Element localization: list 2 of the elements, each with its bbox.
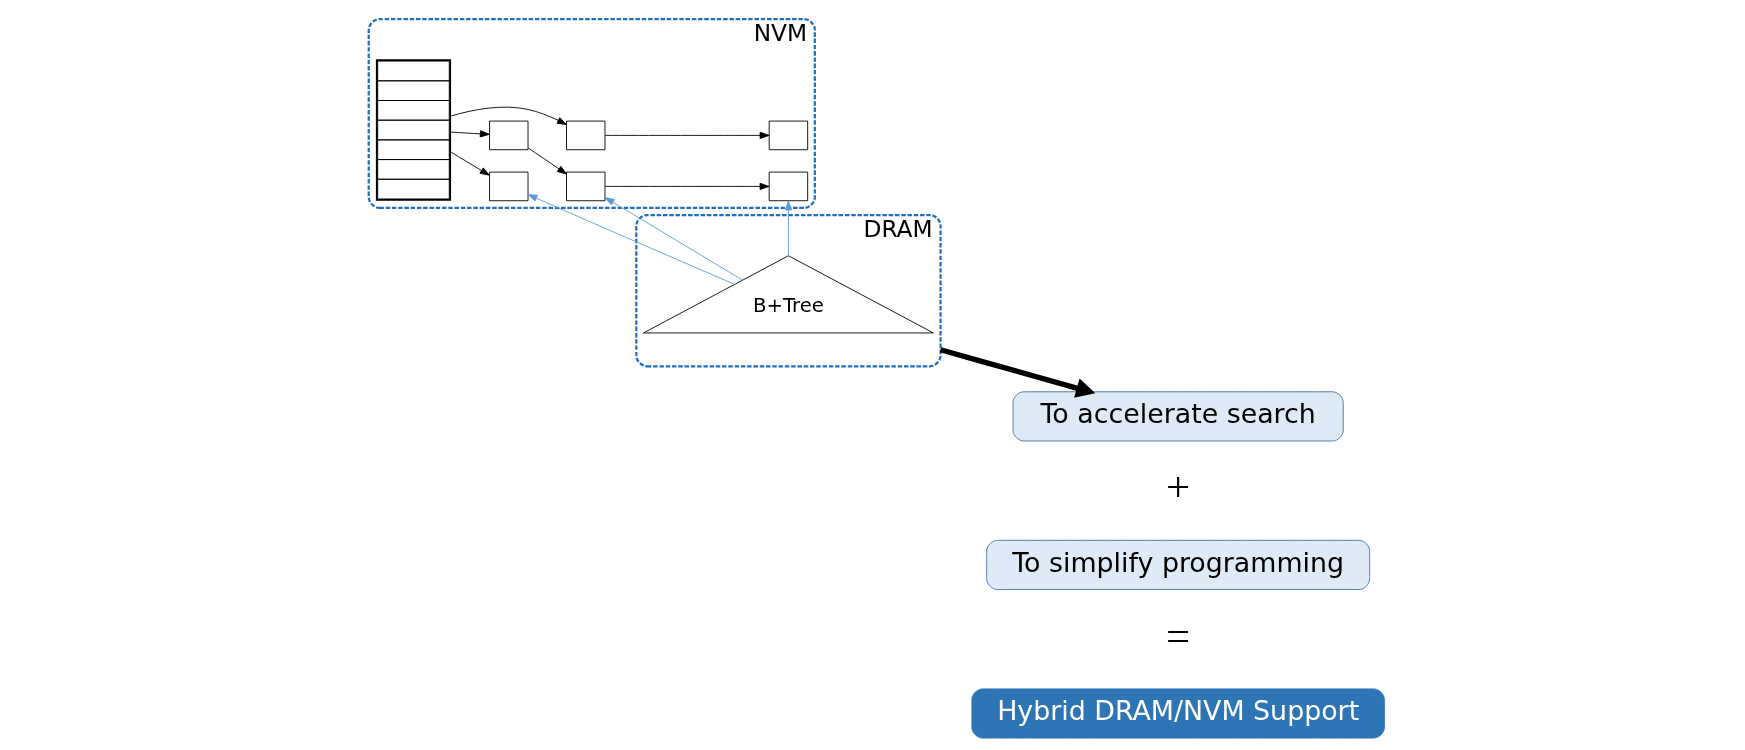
- label: =: [1165, 611, 1190, 659]
- label: +: [1165, 463, 1190, 511]
